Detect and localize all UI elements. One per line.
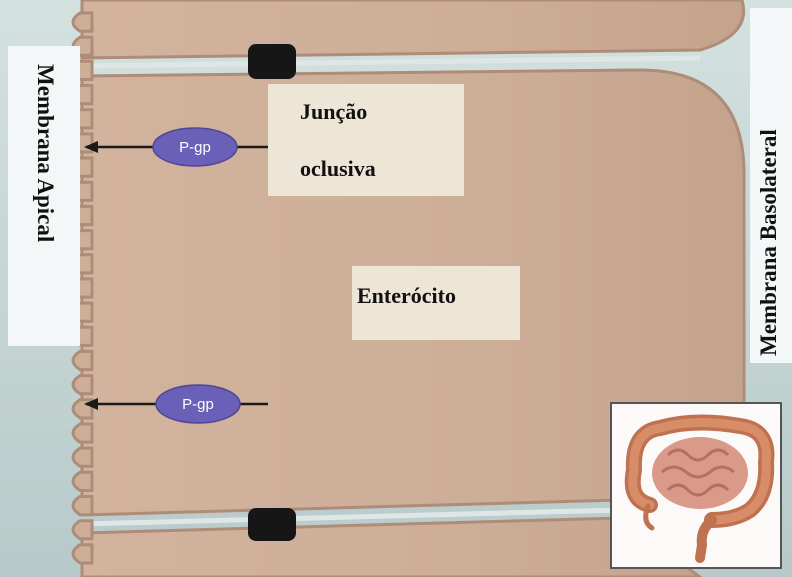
microvillus <box>73 424 92 442</box>
microvillus <box>73 376 92 394</box>
microvillus <box>73 545 92 563</box>
microvillus <box>73 521 92 539</box>
microvillus <box>73 351 92 369</box>
apical-membrane-label: Membrana Apical <box>32 64 58 242</box>
microvillus <box>73 13 92 31</box>
intestine-inset <box>611 403 781 568</box>
tight-junction-bottom <box>248 508 296 541</box>
upper-cell <box>82 0 744 58</box>
tight-junction-label-line2: oclusiva <box>300 156 376 182</box>
tight-junction-top <box>248 44 296 79</box>
cell-label: Enterócito <box>357 283 456 309</box>
basolateral-membrane-label: Membrana Basolateral <box>756 129 782 356</box>
microvillus <box>73 497 92 515</box>
tight-junction-label-line1: Junção <box>300 99 367 125</box>
pgp-label: P-gp <box>182 396 214 413</box>
microvillus <box>73 448 92 466</box>
microvillus <box>73 472 92 490</box>
pgp-label: P-gp <box>179 139 211 156</box>
